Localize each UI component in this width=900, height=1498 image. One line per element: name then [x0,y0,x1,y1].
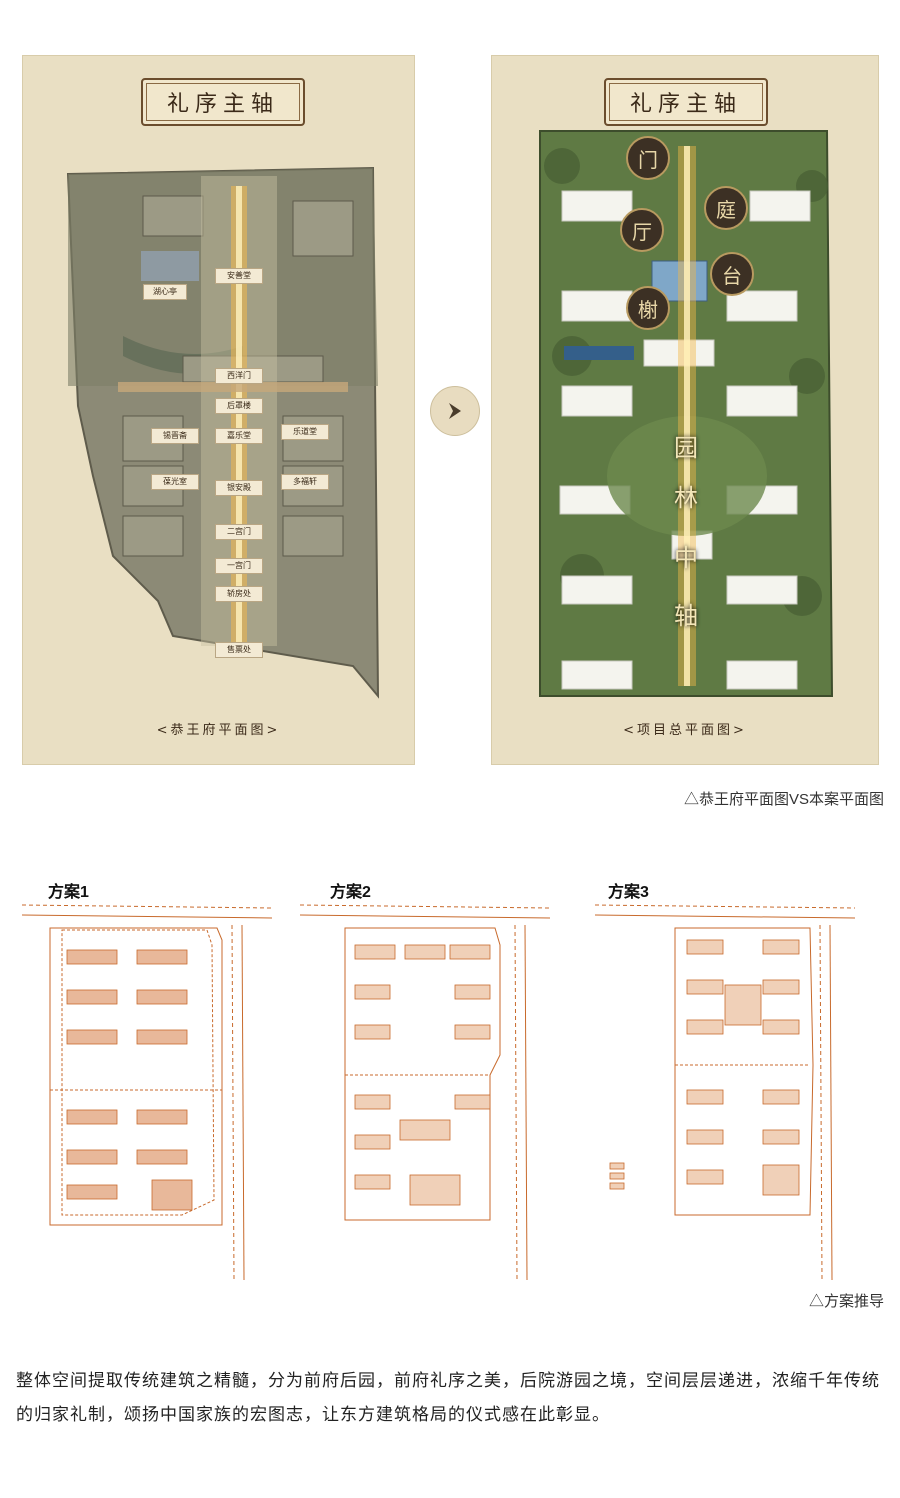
right-banner: 礼序主轴 [604,78,768,126]
plan-drawing-3 [595,904,855,1281]
axis-circle-char: 厅 [620,208,664,252]
project-master-plan [539,130,834,697]
plan-drawing-1 [22,904,272,1281]
body-paragraph: 整体空间提取传统建筑之精髓，分为前府后园，前府礼序之美，后院游园之境，空间层层递… [16,1371,880,1424]
map-label: 售票处 [215,642,263,658]
axis-char: 中 [674,544,698,572]
left-panel-caption: <恭王府平面图> [156,723,281,738]
map-label: 安善堂 [215,268,263,284]
axis-char: 园 [674,434,698,462]
axis-circle-char: 榭 [626,286,670,330]
map-label: 后罩楼 [215,398,263,414]
plan-label-1: 方案1 [48,884,89,901]
axis-circle-char: 台 [710,252,754,296]
plan-label-2: 方案2 [330,884,371,901]
map-label: 一宫门 [215,558,263,574]
map-label: 锡晋斋 [151,428,199,444]
plan-drawing-2 [300,904,550,1281]
map-label: 嘉乐堂 [215,428,263,444]
right-panel-caption: <项目总平面图> [623,723,747,738]
axis-circle-char: 庭 [704,186,748,230]
axis-char: 林 [674,484,698,512]
axis-circle-char: 门 [626,136,670,180]
project-plan-panel: 礼序主轴 门 庭 厅 台 榭 园 林 中 轴 <项目总平面图> [491,55,879,765]
map-label: 轿房处 [215,586,263,602]
map-label: 二宫门 [215,524,263,540]
map-label: 西洋门 [215,368,263,384]
figure-caption-plans: △方案推导 [808,1293,884,1310]
chevron-right-icon [430,386,480,436]
map-label: 湖心亭 [143,284,187,300]
left-banner: 礼序主轴 [141,78,305,126]
map-label: 乐道堂 [281,424,329,440]
figure-caption-comparison: △恭王府平面图VS本案平面图 [683,791,884,808]
axis-char: 轴 [674,602,698,630]
plan-label-3: 方案3 [608,884,649,901]
map-label: 银安殿 [215,480,263,496]
map-label: 葆光室 [151,474,199,490]
prince-gong-plan-panel: 礼序主轴 湖心亭 安善堂 西洋门 后罩楼 锡晋斋 嘉乐堂 乐道堂 葆光室 银 [22,55,415,765]
map-label: 多福轩 [281,474,329,490]
